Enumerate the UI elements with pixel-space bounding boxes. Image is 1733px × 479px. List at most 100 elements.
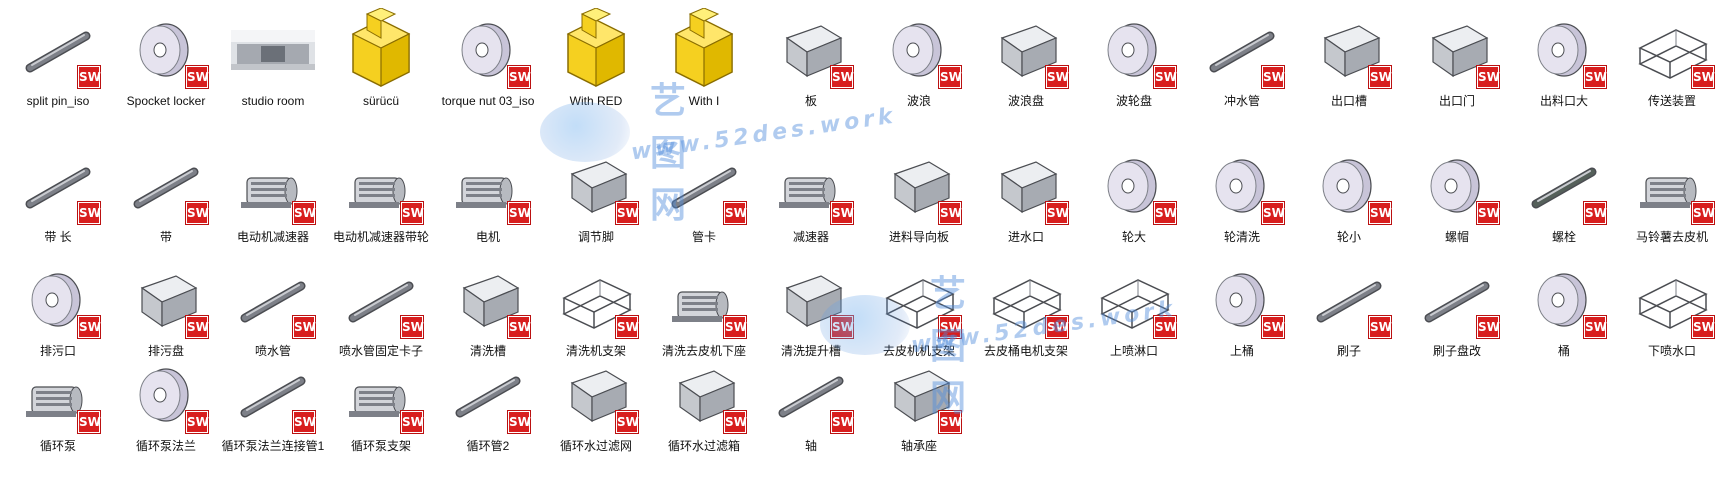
pipe-clamp-part-icon: SW [662, 144, 747, 228]
solidworks-badge-icon: SW [1262, 66, 1285, 88]
folder-3d-icon [554, 8, 638, 92]
solidworks-badge-icon: SW [1262, 202, 1285, 224]
file-item-label: 喷水管 [254, 344, 291, 358]
file-item-label: With I [688, 94, 720, 108]
solidworks-badge-icon: SW [939, 411, 962, 433]
file-item-label: 循环管2 [466, 439, 510, 453]
solidworks-badge-icon: SW [1477, 316, 1500, 338]
file-item-label: 循环泵法兰连接管1 [221, 439, 325, 453]
solidworks-badge-icon: SW [831, 411, 854, 433]
solidworks-badge-icon: SW [293, 202, 316, 224]
file-item-label: 桶 [1557, 344, 1570, 358]
solidworks-badge-icon: SW [78, 202, 101, 224]
folder-3d-icon [339, 8, 423, 92]
belt-part-icon: SW [124, 144, 209, 228]
conveyor-part-icon: SW [1630, 8, 1715, 92]
solidworks-badge-icon: SW [1692, 316, 1715, 338]
file-item-label: 排污口 [39, 344, 76, 358]
big-wheel-part-icon: SW [1092, 144, 1177, 228]
potato-peeler-assembly-icon: SW [1630, 144, 1715, 228]
file-item-label: 去皮机机支架 [882, 344, 955, 358]
file-item-label: 刷子盘改 [1432, 344, 1481, 358]
file-item-label: 电动机减速器带轮 [332, 230, 429, 244]
solidworks-badge-icon: SW [508, 316, 531, 338]
wash-tank-part-icon: SW [446, 258, 531, 342]
small-wheel-part-icon: SW [1307, 144, 1392, 228]
circulation-pump-part-icon: SW [16, 353, 101, 437]
solidworks-badge-icon: SW [186, 66, 209, 88]
water-inlet-part-icon: SW [984, 144, 1069, 228]
solidworks-badge-icon: SW [1046, 66, 1069, 88]
file-item-label: 螺栓 [1551, 230, 1576, 244]
solidworks-badge-icon: SW [1692, 202, 1715, 224]
solidworks-badge-icon: SW [1477, 66, 1500, 88]
top-sprinkler-part-icon: SW [1092, 258, 1177, 342]
file-item-label: 波浪 [906, 94, 931, 108]
solidworks-badge-icon: SW [724, 316, 747, 338]
file-item-label: 排污盘 [147, 344, 184, 358]
file-item-label: 循环水过滤箱 [667, 439, 740, 453]
file-item-label: 带 [159, 230, 172, 244]
file-item-label: Spocket locker [126, 94, 206, 108]
torque-nut-part-icon: SW [446, 8, 531, 92]
studio-room-scene-icon [231, 8, 315, 92]
solidworks-badge-icon: SW [831, 66, 854, 88]
file-item-label: split pin_iso [26, 94, 90, 108]
discharge-port-part-icon: SW [1522, 8, 1607, 92]
reducer-part-icon: SW [769, 144, 854, 228]
outlet-channel-part-icon: SW [1307, 8, 1392, 92]
drain-plate-part-icon: SW [124, 258, 209, 342]
file-item-label: 上喷淋口 [1109, 344, 1158, 358]
peeler-base-part-icon: SW [662, 258, 747, 342]
file-item-label: 出口槽 [1330, 94, 1367, 108]
file-item-label: 板 [804, 94, 817, 108]
plate-part-icon: SW [769, 8, 854, 92]
wheel-clean-part-icon: SW [1200, 144, 1285, 228]
filter-screen-part-icon: SW [554, 353, 639, 437]
file-item-label: 清洗提升槽 [780, 344, 841, 358]
spray-pipe-part-icon: SW [231, 258, 316, 342]
file-item-label: 电机 [475, 230, 500, 244]
file-item-label: 出料口大 [1539, 94, 1588, 108]
solidworks-badge-icon: SW [1046, 316, 1069, 338]
file-item-label: 循环泵法兰 [135, 439, 196, 453]
file-item-label: 轮小 [1336, 230, 1361, 244]
solidworks-badge-icon: SW [616, 316, 639, 338]
solidworks-badge-icon: SW [1369, 202, 1392, 224]
file-item-label: 下喷水口 [1647, 344, 1696, 358]
long-belt-part-icon: SW [16, 144, 101, 228]
file-item-label: 轮大 [1121, 230, 1146, 244]
solidworks-badge-icon: SW [1154, 202, 1177, 224]
brush-part-icon: SW [1307, 258, 1392, 342]
solidworks-badge-icon: SW [616, 202, 639, 224]
spray-pipe-clip-part-icon: SW [339, 258, 424, 342]
motor-reducer-pulley-part-icon: SW [339, 144, 424, 228]
file-item-label: 进水口 [1007, 230, 1044, 244]
bearing-seat-part-icon: SW [877, 353, 962, 437]
file-item-label: 带 长 [44, 230, 72, 244]
file-item-label: studio room [241, 94, 305, 108]
file-item-label: 去皮桶电机支架 [983, 344, 1068, 358]
pump-bracket-part-icon: SW [339, 353, 424, 437]
wave-disc-part-icon: SW [877, 8, 962, 92]
drain-outlet-part-icon: SW [16, 258, 101, 342]
file-item-label: 刷子 [1336, 344, 1361, 358]
solidworks-badge-icon: SW [186, 202, 209, 224]
motor-reducer-part-icon: SW [231, 144, 316, 228]
file-item-label: 电动机减速器 [236, 230, 309, 244]
solidworks-badge-icon: SW [831, 202, 854, 224]
file-item-label: 喷水管固定卡子 [338, 344, 423, 358]
file-item-label: 出口门 [1438, 94, 1475, 108]
peeler-frame-part-icon: SW [877, 258, 962, 342]
solidworks-badge-icon: SW [1046, 202, 1069, 224]
file-item-label: 轴 [804, 439, 817, 453]
washer-frame-part-icon: SW [554, 258, 639, 342]
file-item-label: 清洗机支架 [565, 344, 626, 358]
file-item-label: 循环泵支架 [350, 439, 411, 453]
adjust-foot-part-icon: SW [554, 144, 639, 228]
drum-part-icon: SW [1522, 258, 1607, 342]
solidworks-badge-icon: SW [1584, 202, 1607, 224]
file-item-label: 传送装置 [1647, 94, 1696, 108]
file-item-label: 循环水过滤网 [559, 439, 632, 453]
solidworks-badge-icon: SW [78, 66, 101, 88]
